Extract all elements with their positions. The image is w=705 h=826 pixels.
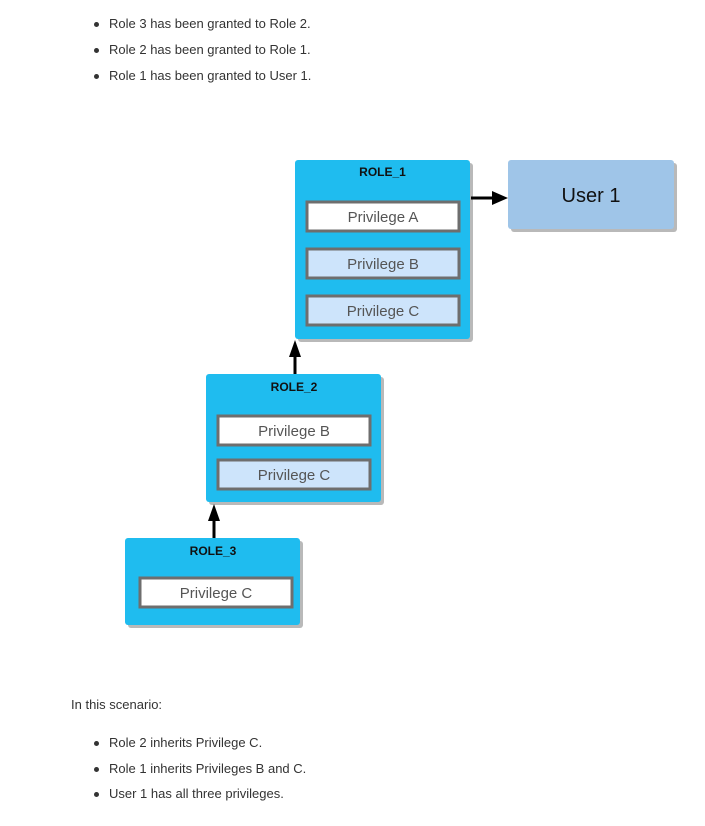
grant-list: Role 3 has been granted to Role 2. Role … bbox=[71, 11, 311, 89]
list-item: Role 2 has been granted to Role 1. bbox=[71, 37, 311, 63]
role-1-privilege-b bbox=[305, 247, 461, 280]
scenario-intro: In this scenario: bbox=[71, 697, 163, 712]
list-item: Role 2 inherits Privilege C. bbox=[71, 730, 306, 756]
role-1-privilege-c-label: Privilege C bbox=[347, 303, 420, 320]
role-1-privilege-c bbox=[305, 294, 461, 327]
role-1-title: ROLE_1 bbox=[359, 165, 406, 179]
user-1-label: User 1 bbox=[562, 185, 621, 207]
user-1-box: User 1 bbox=[508, 160, 677, 232]
role-2-privilege-c-label: Privilege C bbox=[258, 467, 331, 484]
role-2-title: ROLE_2 bbox=[271, 380, 318, 394]
role-3-box: ROLE_3 Privilege C bbox=[125, 538, 303, 628]
inheritance-list: Role 2 inherits Privilege C. Role 1 inhe… bbox=[71, 730, 306, 807]
role-1-privilege-a bbox=[305, 200, 461, 233]
arrow-role2-to-role1 bbox=[289, 340, 301, 374]
arrow-role1-to-user bbox=[471, 191, 508, 205]
role-2-privilege-c bbox=[216, 458, 372, 491]
role-2-privilege-b bbox=[216, 414, 372, 447]
role-2-privilege-b-label: Privilege B bbox=[258, 423, 330, 440]
list-item: Role 1 has been granted to User 1. bbox=[71, 63, 311, 89]
role-3-privilege-c-label: Privilege C bbox=[180, 585, 253, 602]
role-1-privilege-b-label: Privilege B bbox=[347, 256, 419, 273]
role-1-privilege-a-label: Privilege A bbox=[348, 209, 419, 226]
role-1-box: ROLE_1 Privilege A Privilege B Privilege… bbox=[295, 160, 473, 342]
role-3-privilege-c bbox=[138, 576, 294, 609]
role-2-box: ROLE_2 Privilege B Privilege C bbox=[206, 374, 384, 505]
list-item: Role 3 has been granted to Role 2. bbox=[71, 11, 311, 37]
role-3-title: ROLE_3 bbox=[190, 544, 237, 558]
list-item: Role 1 inherits Privileges B and C. bbox=[71, 756, 306, 782]
list-item: User 1 has all three privileges. bbox=[71, 781, 306, 807]
arrow-role3-to-role2 bbox=[208, 504, 220, 538]
